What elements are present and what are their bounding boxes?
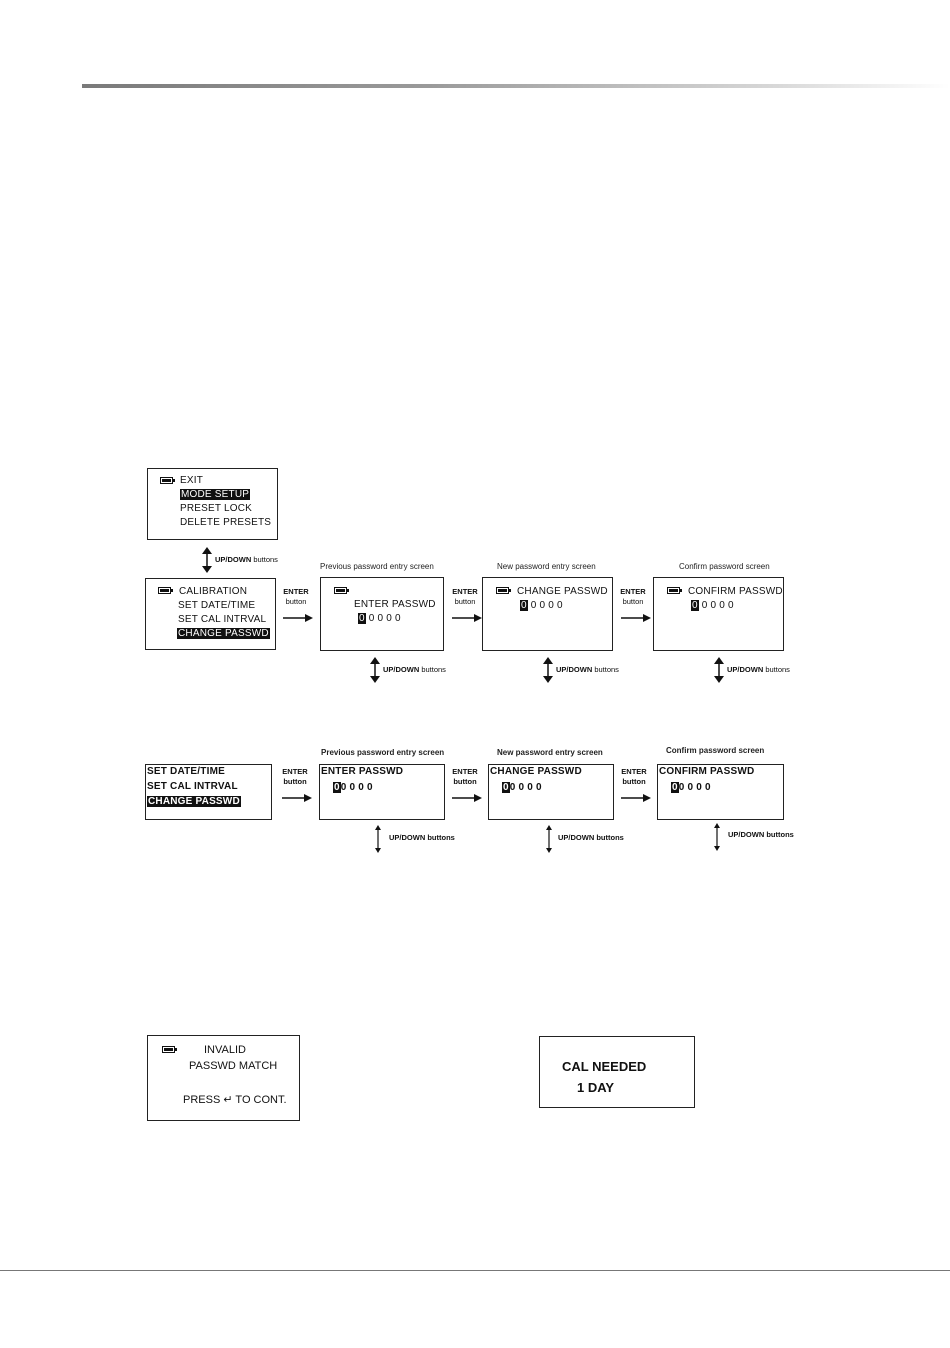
invalid-line3: PRESS ↵ TO CONT. <box>183 1094 287 1106</box>
footer-rule <box>0 1270 950 1271</box>
confirm-passwd-title: CONFIRM PASSWD <box>659 766 755 777</box>
battery-icon <box>334 587 349 594</box>
cal-needed-line1: CAL NEEDED <box>562 1059 647 1074</box>
battery-icon <box>496 587 511 594</box>
enter-passwd-title: ENTER PASSWD <box>354 599 436 610</box>
enter-passwd-screen-2: ENTER PASSWD 00 0 0 0 <box>319 764 445 820</box>
battery-icon <box>162 1046 177 1053</box>
password-digits: 0 0 0 0 0 <box>520 600 563 611</box>
menu-set-cal: SET CAL INTRVAL <box>178 614 267 625</box>
caption-previous-password: Previous password entry screen <box>321 748 445 757</box>
menu-change-passwd: CHANGE PASSWD <box>147 796 241 807</box>
password-digits: 0 0 0 0 0 <box>358 613 401 624</box>
updown-arrow-icon <box>202 547 212 573</box>
menu-preset-lock: PRESET LOCK <box>180 503 253 514</box>
updown-arrow-icon <box>370 657 380 683</box>
invalid-line1: INVALID <box>204 1044 246 1056</box>
settings-menu-screen-2: SET DATE/TIME SET CAL INTRVAL CHANGE PAS… <box>145 764 272 820</box>
right-arrow-icon <box>621 794 651 802</box>
battery-icon <box>160 477 175 484</box>
updown-label: UP/DOWN buttons <box>556 665 619 674</box>
updown-arrow-icon <box>546 825 552 853</box>
password-digits: 00 0 0 0 <box>671 782 711 793</box>
password-digits: 00 0 0 0 <box>333 782 373 793</box>
main-menu-screen: EXIT MODE SETUP PRESET LOCK DELETE PRESE… <box>147 468 278 540</box>
change-passwd-title: CHANGE PASSWD <box>517 586 608 597</box>
updown-label: UP/DOWN buttons <box>727 665 790 674</box>
caption-previous-password: Previous password entry screen <box>320 562 434 571</box>
confirm-passwd-screen-2: CONFIRM PASSWD 00 0 0 0 <box>657 764 784 820</box>
confirm-passwd-title: CONFIRM PASSWD <box>688 586 783 597</box>
updown-arrow-icon <box>714 657 724 683</box>
cal-needed-screen: CAL NEEDED 1 DAY <box>539 1036 695 1108</box>
change-passwd-screen: CHANGE PASSWD 0 0 0 0 0 <box>482 577 613 651</box>
updown-arrow-icon <box>714 823 720 851</box>
updown-label: UP/DOWN buttons <box>389 833 455 842</box>
menu-set-cal: SET CAL INTRVAL <box>147 781 238 792</box>
invalid-passwd-screen: INVALID PASSWD MATCH PRESS ↵ TO CONT. <box>147 1035 300 1121</box>
caption-confirm-password: Confirm password screen <box>679 562 770 571</box>
menu-exit: EXIT <box>180 475 204 486</box>
cal-needed-line2: 1 DAY <box>577 1080 615 1095</box>
updown-arrow-icon <box>375 825 381 853</box>
right-arrow-icon <box>452 794 482 802</box>
updown-label: UP/DOWN buttons <box>383 665 446 674</box>
menu-delete-presets: DELETE PRESETS <box>180 517 272 528</box>
invalid-line2: PASSWD MATCH <box>189 1060 278 1072</box>
updown-arrow-icon <box>543 657 553 683</box>
battery-icon <box>158 587 173 594</box>
menu-set-date: SET DATE/TIME <box>147 766 225 777</box>
updown-label: UP/DOWN buttons <box>558 833 624 842</box>
updown-label: UP/DOWN buttons <box>728 830 794 839</box>
caption-new-password: New password entry screen <box>497 562 596 571</box>
caption-confirm-password: Confirm password screen <box>666 746 765 755</box>
updown-label: UP/DOWN buttons <box>215 555 278 564</box>
password-digits: 0 0 0 0 0 <box>691 600 734 611</box>
battery-icon <box>667 587 682 594</box>
caption-new-password: New password entry screen <box>497 748 603 757</box>
header-rule <box>82 84 950 88</box>
right-arrow-icon <box>621 614 651 622</box>
change-passwd-title: CHANGE PASSWD <box>490 766 582 777</box>
right-arrow-icon <box>282 794 312 802</box>
menu-mode-setup: MODE SETUP <box>180 489 251 500</box>
enter-passwd-screen: ENTER PASSWD 0 0 0 0 0 <box>320 577 444 651</box>
menu-change-passwd: CHANGE PASSWD <box>177 628 270 639</box>
right-arrow-icon <box>283 614 313 622</box>
password-digits: 00 0 0 0 <box>502 782 542 793</box>
confirm-passwd-screen: CONFIRM PASSWD 0 0 0 0 0 <box>653 577 784 651</box>
menu-set-date: SET DATE/TIME <box>178 600 256 611</box>
enter-passwd-title: ENTER PASSWD <box>321 766 404 777</box>
menu-calibration: CALIBRATION <box>179 586 248 597</box>
change-passwd-screen-2: CHANGE PASSWD 00 0 0 0 <box>488 764 614 820</box>
right-arrow-icon <box>452 614 482 622</box>
settings-menu-screen: CALIBRATION SET DATE/TIME SET CAL INTRVA… <box>145 578 276 650</box>
